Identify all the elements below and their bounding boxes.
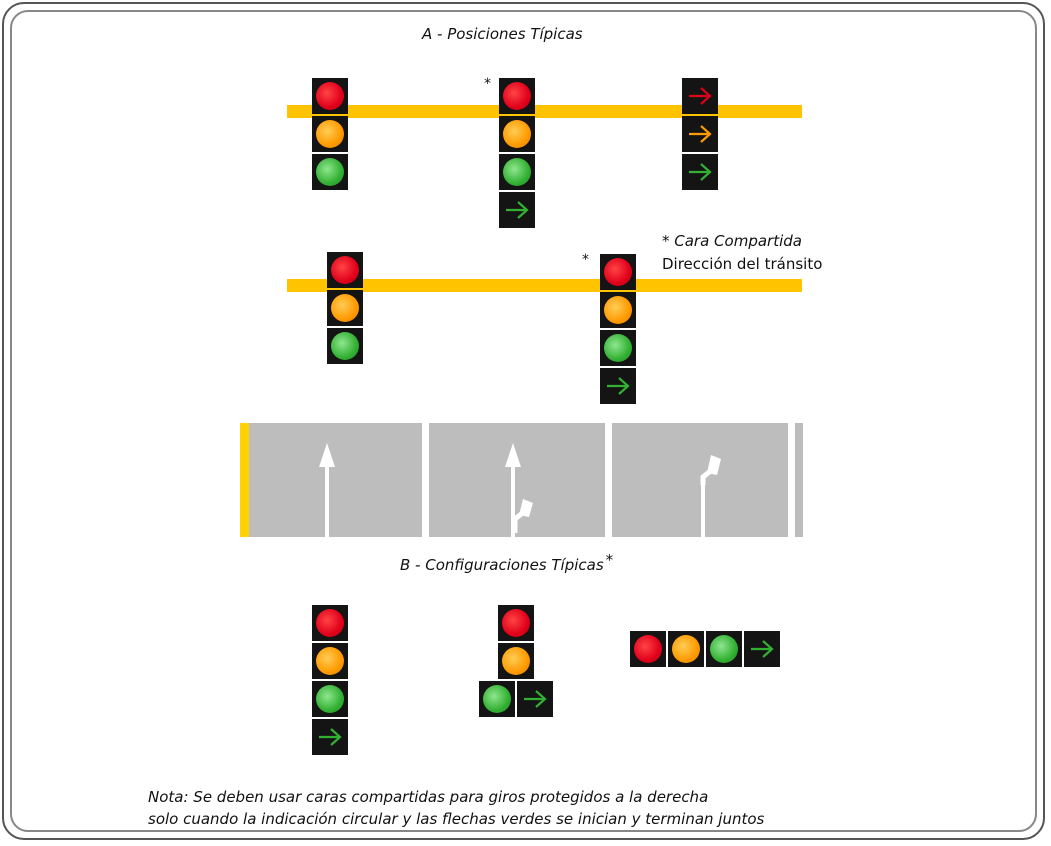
- green-lamp: [604, 334, 632, 362]
- mast-arm-row1: [287, 105, 802, 118]
- signal-section: [312, 719, 348, 755]
- section-b-title-asterisk: *: [605, 551, 614, 569]
- yellow-center-line: [240, 423, 249, 537]
- signal-section: [327, 328, 363, 364]
- yellow-arrow-right-icon: [689, 125, 712, 143]
- signal-section: [682, 78, 718, 114]
- green-lamp: [710, 635, 738, 663]
- lane-line: [605, 423, 612, 537]
- green-arrow-right-icon: [506, 201, 529, 219]
- red-lamp: [604, 258, 632, 286]
- green-arrow-right-icon: [751, 640, 774, 658]
- green-arrow-right-icon: [524, 690, 547, 708]
- yellow-lamp: [331, 294, 359, 322]
- signal-section: [312, 116, 348, 152]
- red-lamp: [503, 82, 531, 110]
- red-lamp: [316, 82, 344, 110]
- signal-section: [600, 292, 636, 328]
- yellow-lamp: [503, 120, 531, 148]
- signal-section: [668, 631, 704, 667]
- signal-section: [600, 330, 636, 366]
- section-b-title-text: B - Configuraciones Típicas: [400, 556, 604, 574]
- signal-section: [499, 78, 535, 114]
- green-lamp: [316, 158, 344, 186]
- green-lamp: [503, 158, 531, 186]
- shared-face-asterisk: *: [484, 76, 491, 92]
- signal-section: [499, 154, 535, 190]
- signal-section: [498, 643, 534, 679]
- signal-section: [312, 78, 348, 114]
- edge-line-left: [233, 423, 240, 537]
- right-turn-arrow-icon: [700, 455, 721, 537]
- signal-section: [479, 681, 515, 717]
- signal-section: [499, 192, 535, 228]
- yellow-lamp: [316, 120, 344, 148]
- note-line-1: Nota: Se deben usar caras compartidas pa…: [148, 788, 709, 806]
- signal-section: [312, 681, 348, 717]
- green-arrow-right-icon: [319, 728, 342, 746]
- signal-section: [327, 252, 363, 288]
- signal-section: [682, 154, 718, 190]
- shared-face-asterisk: *: [582, 252, 589, 268]
- section-b-title: B - Configuraciones Típicas*: [400, 551, 613, 574]
- signal-section: [498, 605, 534, 641]
- mast-arm-row2: [287, 279, 802, 292]
- yellow-lamp: [604, 296, 632, 324]
- red-lamp: [502, 609, 530, 637]
- green-lamp: [483, 685, 511, 713]
- note-line-2: solo cuando la indicación circular y las…: [148, 810, 765, 828]
- yellow-lamp: [316, 647, 344, 675]
- signal-section: [682, 116, 718, 152]
- signal-section: [327, 290, 363, 326]
- signal-section: [706, 631, 742, 667]
- green-lamp: [316, 685, 344, 713]
- section-a-title: A - Posiciones Típicas: [422, 25, 583, 43]
- through-right-arrow-icon: [505, 443, 533, 537]
- signal-section: [600, 368, 636, 404]
- through-arrow-icon: [319, 443, 335, 537]
- figure-frame-inner: [10, 10, 1037, 832]
- red-lamp: [331, 256, 359, 284]
- lane-line: [422, 423, 429, 537]
- green-arrow-right-icon: [607, 377, 630, 395]
- signal-section: [312, 643, 348, 679]
- red-arrow-right-icon: [689, 87, 712, 105]
- signal-section: [499, 116, 535, 152]
- signal-section: [312, 605, 348, 641]
- roadway-lanes: [233, 423, 803, 537]
- green-arrow-right-icon: [689, 163, 712, 181]
- yellow-lamp: [672, 635, 700, 663]
- yellow-lamp: [502, 647, 530, 675]
- signal-section: [517, 681, 553, 717]
- legend-shared-face: * Cara Compartida: [662, 232, 802, 250]
- edge-line-right: [788, 423, 795, 537]
- green-lamp: [331, 332, 359, 360]
- red-lamp: [634, 635, 662, 663]
- signal-section: [630, 631, 666, 667]
- signal-section: [600, 254, 636, 290]
- signal-section: [312, 154, 348, 190]
- legend-traffic-direction: Dirección del tránsito: [662, 255, 823, 273]
- red-lamp: [316, 609, 344, 637]
- signal-section: [744, 631, 780, 667]
